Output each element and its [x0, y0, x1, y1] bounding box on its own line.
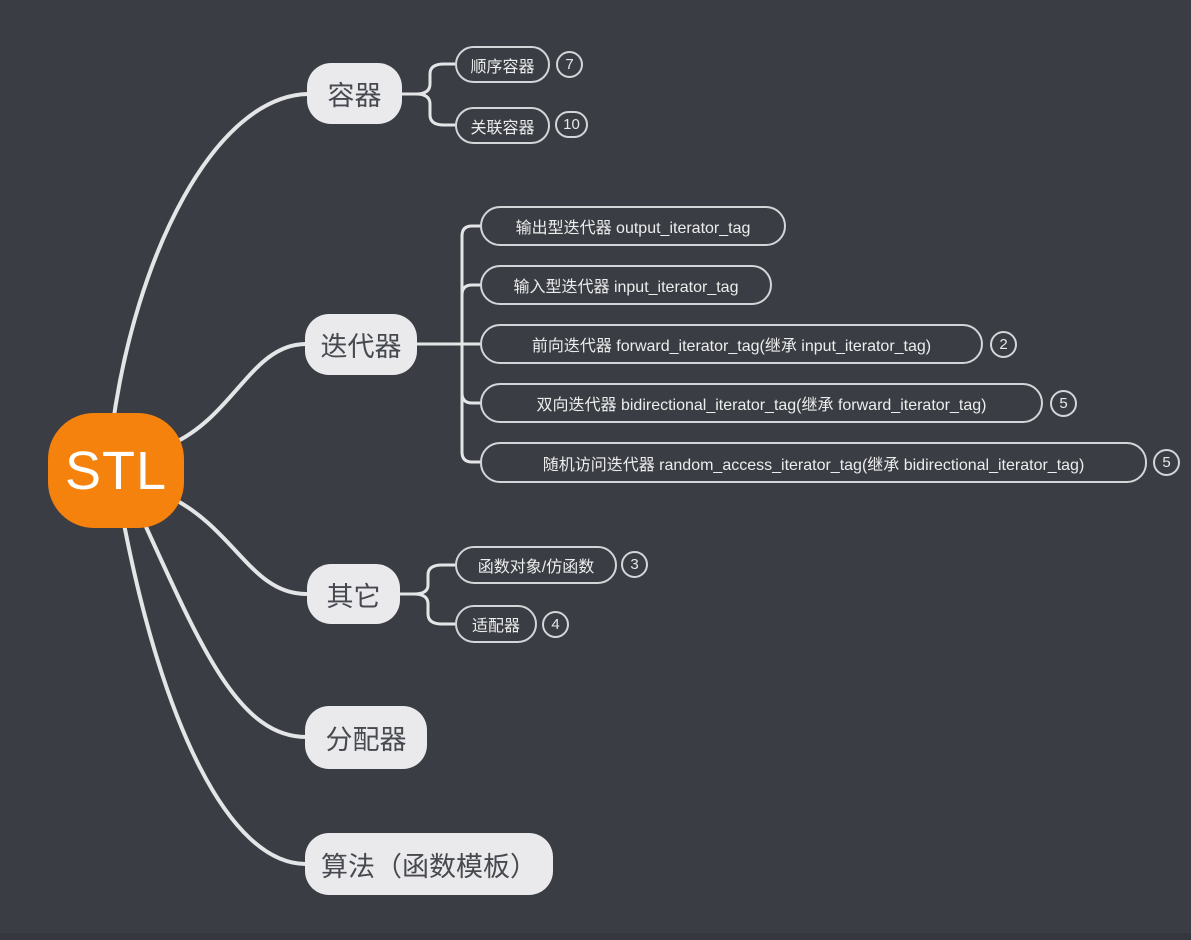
subtopic-function-objects-label: 函数对象/仿函数 — [477, 559, 595, 576]
collapsed-count-badge-bidirectional-iterator[interactable]: 5 — [1050, 390, 1077, 417]
collapsed-count-badge-random-access-iterator[interactable]: 5 — [1153, 449, 1180, 476]
edge-iterators-random-access — [460, 342, 482, 464]
topic-algorithms-label: 算法（函数模板） — [321, 851, 537, 882]
subtopic-random-access-iterator[interactable]: 随机访问迭代器 random_access_iterator_tag(继承 bi… — [480, 442, 1147, 483]
subtopic-random-access-iterator-label: 随机访问迭代器 random_access_iterator_tag(继承 bi… — [542, 456, 1085, 474]
topic-others-label: 其它 — [326, 581, 381, 612]
edge-containers-associative — [400, 92, 457, 127]
subtopic-output-iterator-label: 输出型迭代器 output_iterator_tag — [515, 220, 751, 237]
edge-root-containers — [110, 92, 310, 432]
topic-containers[interactable]: 容器 — [307, 63, 402, 124]
canvas-bottom-edge — [0, 933, 1191, 940]
edge-root-others — [170, 496, 308, 596]
subtopic-bidirectional-iterator-label: 双向迭代器 bidirectional_iterator_tag(继承 forw… — [536, 397, 987, 414]
collapsed-count-badge-forward-iterator[interactable]: 2 — [990, 331, 1017, 358]
topic-iterators[interactable]: 迭代器 — [305, 314, 417, 375]
collapsed-count-badge-associative-containers[interactable]: 10 — [555, 111, 588, 138]
subtopic-function-objects[interactable]: 函数对象/仿函数 — [455, 546, 617, 584]
subtopic-bidirectional-iterator[interactable]: 双向迭代器 bidirectional_iterator_tag(继承 forw… — [480, 383, 1043, 423]
edge-containers-sequence — [400, 62, 457, 96]
collapsed-count-badge-function-objects[interactable]: 3 — [621, 551, 648, 578]
subtopic-adapters[interactable]: 适配器 — [455, 605, 537, 643]
edge-iterators-output — [460, 224, 482, 346]
edge-root-algorithms — [122, 522, 308, 866]
edge-root-iterators — [170, 342, 308, 446]
topic-algorithms[interactable]: 算法（函数模板） — [305, 833, 553, 895]
topic-containers-label: 容器 — [327, 81, 382, 111]
collapsed-count-badge-adapters[interactable]: 4 — [542, 611, 569, 638]
edge-iterators-input — [460, 283, 482, 346]
topic-stl-root-label: STL — [64, 440, 168, 501]
collapsed-count-badge-sequence-containers[interactable]: 7 — [556, 51, 583, 78]
topic-stl-root[interactable]: STL — [48, 413, 184, 528]
subtopic-adapters-label: 适配器 — [471, 618, 520, 635]
edge-others-adapters — [398, 592, 457, 626]
topic-others[interactable]: 其它 — [307, 564, 400, 624]
topic-allocator-label: 分配器 — [325, 725, 407, 755]
edge-others-function-objects — [398, 563, 457, 596]
subtopic-output-iterator[interactable]: 输出型迭代器 output_iterator_tag — [480, 206, 786, 246]
subtopic-associative-containers-label: 关联容器 — [470, 119, 535, 137]
subtopic-input-iterator[interactable]: 输入型迭代器 input_iterator_tag — [480, 265, 772, 305]
subtopic-forward-iterator[interactable]: 前向迭代器 forward_iterator_tag(继承 input_iter… — [480, 324, 983, 364]
edge-root-allocator — [140, 516, 308, 739]
subtopic-sequence-containers-label: 顺序容器 — [470, 58, 535, 76]
subtopic-sequence-containers[interactable]: 顺序容器 — [455, 46, 550, 83]
subtopic-associative-containers[interactable]: 关联容器 — [455, 107, 550, 144]
topic-allocator[interactable]: 分配器 — [305, 706, 427, 769]
subtopic-forward-iterator-label: 前向迭代器 forward_iterator_tag(继承 input_iter… — [531, 338, 932, 355]
subtopic-input-iterator-label: 输入型迭代器 input_iterator_tag — [513, 279, 739, 296]
edge-iterators-bidirectional — [460, 342, 482, 405]
topic-iterators-label: 迭代器 — [320, 332, 402, 362]
